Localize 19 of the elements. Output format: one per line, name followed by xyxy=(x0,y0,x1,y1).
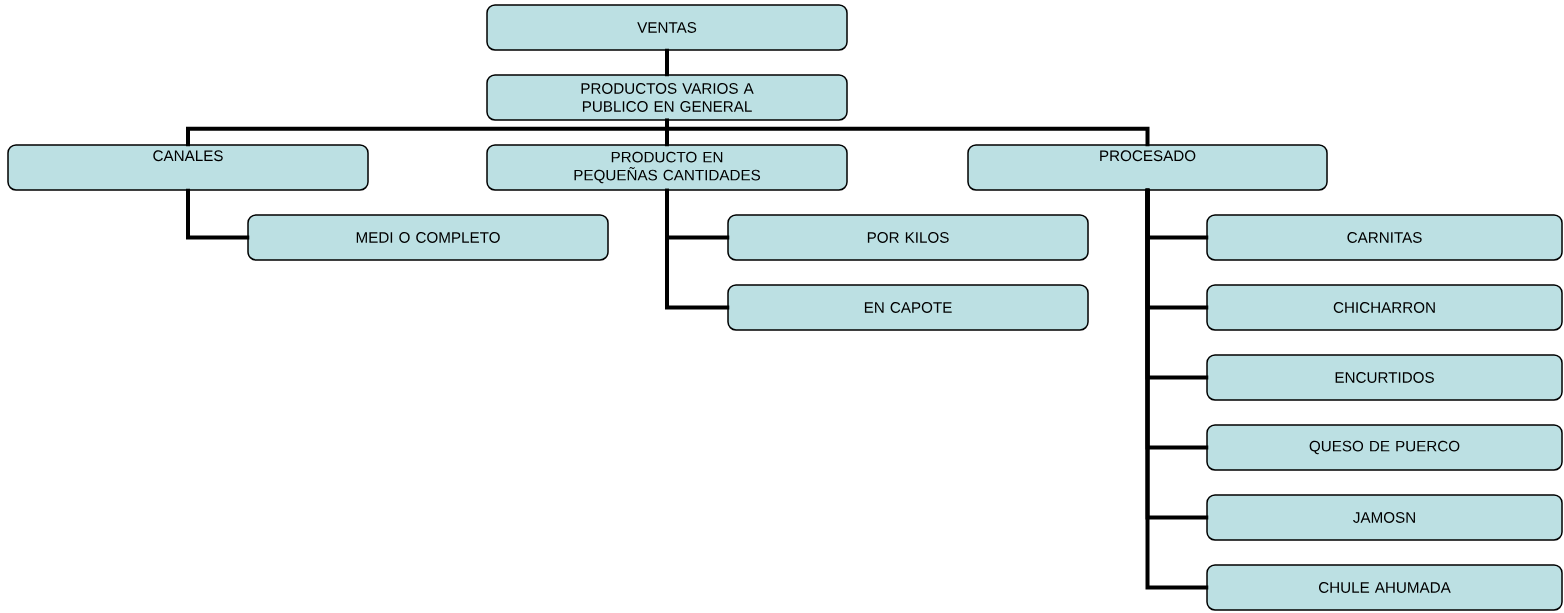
org-box: CARNITAS xyxy=(1206,214,1563,261)
org-box: JAMOSN xyxy=(1206,494,1563,541)
org-box: PRODUCTOS VARIOS A PUBLICO EN GENERAL xyxy=(486,74,848,121)
org-box: CHULE AHUMADA xyxy=(1206,564,1563,611)
org-box: POR KILOS xyxy=(727,214,1089,261)
connector-line xyxy=(665,118,1150,147)
org-box: ENCURTIDOS xyxy=(1206,354,1563,401)
connector-line xyxy=(186,188,250,240)
org-box: QUESO DE PUERCO xyxy=(1206,424,1563,471)
connector-line xyxy=(665,188,730,310)
org-box: VENTAS xyxy=(486,4,848,51)
org-box: MEDI O COMPLETO xyxy=(247,214,609,261)
org-box: EN CAPOTE xyxy=(727,284,1089,331)
connector-line xyxy=(1145,188,1209,590)
org-box: PRODUCTO EN PEQUEÑAS CANTIDADES xyxy=(486,144,848,191)
org-box: CANALES xyxy=(7,144,369,191)
connector-line xyxy=(665,48,669,77)
org-box: CHICHARRON xyxy=(1206,284,1563,331)
org-box: PROCESADO xyxy=(967,144,1328,191)
